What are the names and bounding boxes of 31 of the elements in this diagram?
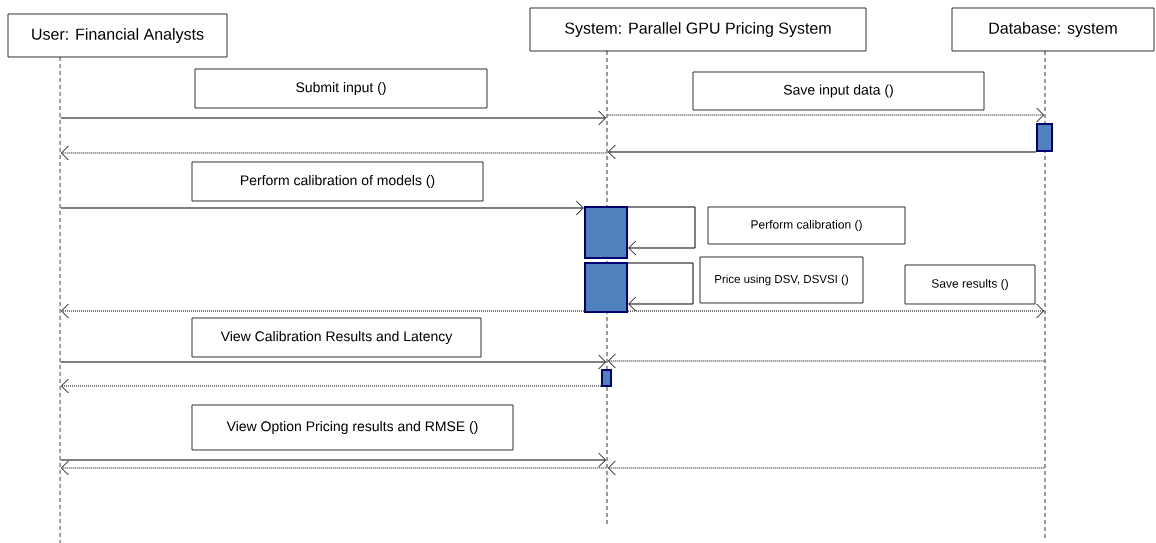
return-arrow (60, 145, 607, 161)
activation-bar (601, 369, 612, 387)
return-arrow (60, 303, 585, 319)
message-label-box: Price using DSV, DSVSI () (699, 256, 864, 304)
message-label-box: Save input data () (692, 71, 985, 111)
activation-bar (584, 206, 628, 259)
message-label-box: Perform calibration of models () (191, 161, 484, 202)
message-label-box: View Calibration Results and Latency (191, 317, 482, 358)
lifeline (59, 56, 61, 543)
message-arrow (60, 452, 607, 468)
return-arrow (607, 460, 1045, 476)
message-label-box: Submit input () (194, 68, 488, 109)
return-arrow (60, 460, 607, 476)
activation-bar (584, 262, 628, 313)
self-message-arrow (627, 262, 694, 312)
return-arrow (607, 107, 1045, 123)
message-arrow (607, 144, 1037, 160)
return-arrow (60, 378, 602, 394)
message-arrow (60, 200, 584, 216)
message-label-box: Perform calibration () (707, 206, 906, 245)
message-label-box: View Option Pricing results and RMSE () (191, 404, 514, 451)
lifeline-header-box: System: Parallel GPU Pricing System (529, 7, 867, 52)
return-arrow (627, 303, 1045, 319)
lifeline-header-box: Database: system (951, 7, 1155, 52)
message-label-box: Save results () (904, 264, 1036, 305)
return-arrow (607, 353, 1045, 369)
message-arrow (60, 110, 607, 126)
activation-bar (1036, 123, 1053, 152)
self-message-arrow (627, 206, 696, 256)
lifeline-header-box: User: Financial Analysts (7, 13, 228, 58)
message-arrow (60, 354, 607, 370)
